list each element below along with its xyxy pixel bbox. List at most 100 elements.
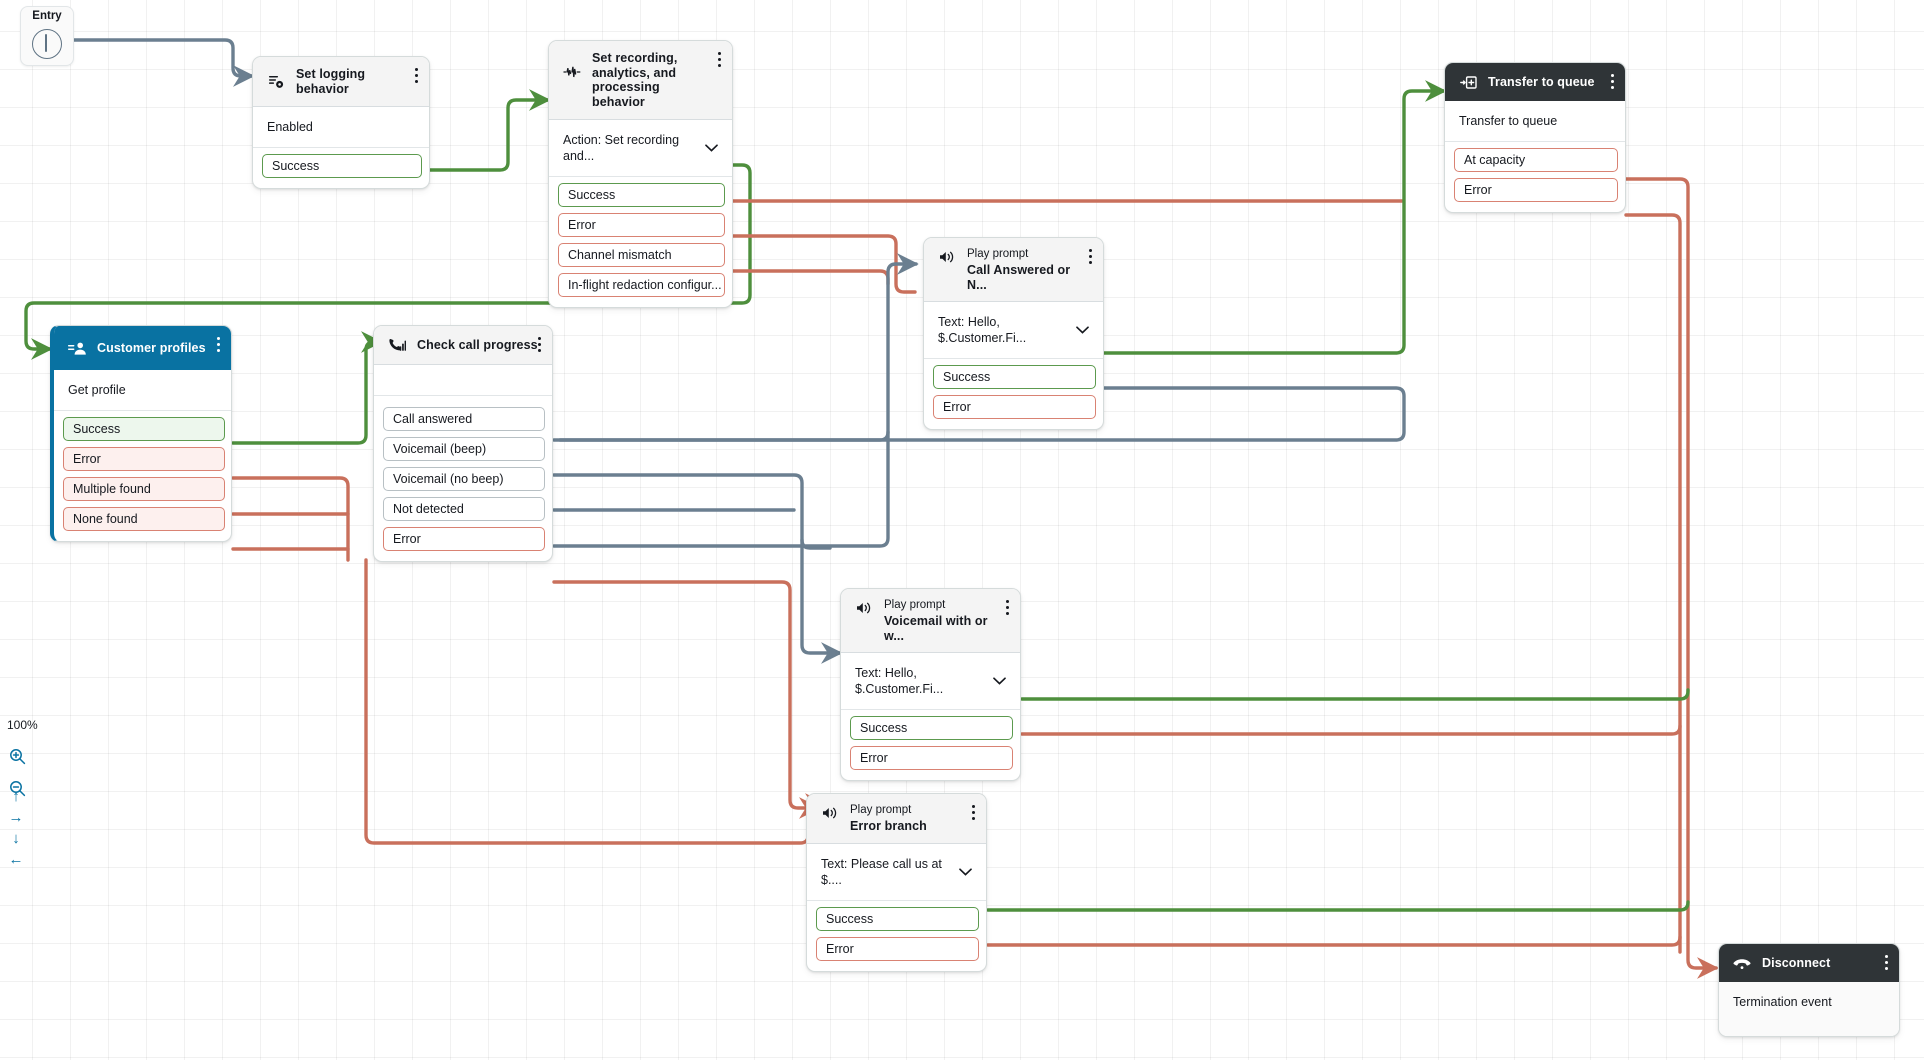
node-ports: Success Error <box>924 359 1103 429</box>
node-play-prompt-voicemail[interactable]: Play prompt Voicemail with or w... Text:… <box>840 588 1021 781</box>
node-title: Check call progress <box>417 337 538 352</box>
port-not-detected[interactable]: Not detected <box>383 497 545 521</box>
node-body: Enabled <box>253 107 429 148</box>
node-title: Customer profiles <box>97 340 206 355</box>
node-header[interactable]: Set logging behavior <box>253 57 429 107</box>
node-customer-profiles[interactable]: Customer profiles Get profile Success Er… <box>50 325 232 542</box>
node-body-text: Text: Please call us at $.... <box>821 856 942 887</box>
magnifier-minus-icon[interactable] <box>4 775 30 801</box>
chevron-down-icon[interactable] <box>705 140 718 156</box>
transfer-queue-icon <box>1459 73 1477 91</box>
node-menu-button[interactable] <box>216 337 220 352</box>
port-at-capacity[interactable]: At capacity <box>1454 148 1618 172</box>
node-menu-button[interactable] <box>414 68 418 83</box>
node-play-prompt-error-branch[interactable]: Play prompt Error branch Text: Please ca… <box>806 793 987 972</box>
entry-label: Entry <box>32 10 62 22</box>
node-body <box>374 365 552 396</box>
port-success[interactable]: Success <box>558 183 725 207</box>
port-call-answered[interactable]: Call answered <box>383 407 545 431</box>
node-menu-button[interactable] <box>1005 600 1009 615</box>
pan-controls[interactable]: ↑ → ↓ ← <box>6 786 26 870</box>
node-body[interactable]: Text: Hello, $.Customer.Fi... <box>841 653 1020 710</box>
node-set-recording-analytics[interactable]: Set recording, analytics, and processing… <box>548 40 733 308</box>
node-header[interactable]: Check call progress <box>374 326 552 365</box>
node-body: Transfer to queue <box>1445 101 1625 142</box>
node-menu-button[interactable] <box>971 805 975 820</box>
speaker-icon <box>938 248 956 266</box>
port-success[interactable]: Success <box>63 417 225 441</box>
port-error[interactable]: Error <box>63 447 225 471</box>
node-set-logging-behavior[interactable]: Set logging behavior Enabled Success <box>252 56 430 189</box>
node-body[interactable]: Text: Please call us at $.... <box>807 844 986 901</box>
port-inflight-redaction[interactable]: In-flight redaction configur... <box>558 273 725 297</box>
node-menu-button[interactable] <box>1610 74 1614 89</box>
node-title: Error branch <box>850 819 927 833</box>
node-body-text: Termination event <box>1733 995 1832 1009</box>
port-error[interactable]: Error <box>558 213 725 237</box>
node-subtitle: Play prompt <box>884 599 946 611</box>
call-progress-icon <box>388 336 406 354</box>
node-body[interactable]: Text: Hello, $.Customer.Fi... <box>924 302 1103 359</box>
node-header[interactable]: Disconnect <box>1719 944 1899 982</box>
node-title: Call Answered or N... <box>967 263 1071 292</box>
chevron-down-icon[interactable] <box>959 864 972 880</box>
node-transfer-to-queue[interactable]: Transfer to queue Transfer to queue At c… <box>1444 62 1626 213</box>
node-ports: At capacity Error <box>1445 142 1625 212</box>
waveform-icon <box>563 63 581 81</box>
node-header[interactable]: Set recording, analytics, and processing… <box>549 41 732 120</box>
node-subtitle: Play prompt <box>967 248 1029 260</box>
port-success[interactable]: Success <box>933 365 1096 389</box>
magnifier-plus-icon[interactable] <box>4 743 30 769</box>
port-error[interactable]: Error <box>850 746 1013 770</box>
node-title: Voicemail with or w... <box>884 614 988 643</box>
node-header[interactable]: Play prompt Call Answered or N... <box>924 238 1103 302</box>
node-play-prompt-call-answered[interactable]: Play prompt Call Answered or N... Text: … <box>923 237 1104 430</box>
node-disconnect[interactable]: Disconnect Termination event <box>1718 943 1900 1037</box>
port-success[interactable]: Success <box>850 716 1013 740</box>
node-header[interactable]: Transfer to queue <box>1445 63 1625 101</box>
port-error[interactable]: Error <box>933 395 1096 419</box>
speaker-icon <box>821 804 839 822</box>
arrow-left-icon[interactable]: ← <box>8 851 24 868</box>
node-title: Disconnect <box>1762 955 1831 970</box>
port-error[interactable]: Error <box>1454 178 1618 202</box>
customer-profile-icon <box>68 339 86 357</box>
chevron-down-icon[interactable] <box>1076 322 1089 338</box>
node-title: Transfer to queue <box>1488 74 1595 89</box>
logging-gear-icon <box>267 73 285 91</box>
node-header[interactable]: Play prompt Voicemail with or w... <box>841 589 1020 653</box>
entry-point-icon <box>32 29 62 59</box>
port-error[interactable]: Error <box>383 527 545 551</box>
port-none-found[interactable]: None found <box>63 507 225 531</box>
zoom-controls[interactable]: 100% <box>4 718 38 801</box>
node-check-call-progress[interactable]: Check call progress Call answered Voicem… <box>373 325 553 562</box>
chevron-down-icon[interactable] <box>993 673 1006 689</box>
node-body-text: Transfer to queue <box>1459 114 1558 128</box>
port-voicemail-no-beep[interactable]: Voicemail (no beep) <box>383 467 545 491</box>
node-ports: Success Error <box>841 710 1020 780</box>
arrow-up-icon[interactable]: ↑ <box>12 788 20 805</box>
port-error[interactable]: Error <box>816 936 979 961</box>
node-title: Set recording, analytics, and processing… <box>592 51 678 109</box>
node-body-text: Text: Hello, $.Customer.Fi... <box>855 666 944 696</box>
node-header[interactable]: Customer profiles <box>54 326 231 370</box>
node-menu-button[interactable] <box>1088 249 1092 264</box>
port-success[interactable]: Success <box>816 906 979 931</box>
arrow-right-icon[interactable]: → <box>8 809 24 826</box>
node-menu-button[interactable] <box>537 337 541 352</box>
node-header[interactable]: Play prompt Error branch <box>807 794 986 844</box>
port-channel-mismatch[interactable]: Channel mismatch <box>558 243 725 267</box>
entry-point-node[interactable]: Entry <box>20 6 74 66</box>
arrow-down-icon[interactable]: ↓ <box>12 830 20 847</box>
port-multiple-found[interactable]: Multiple found <box>63 477 225 501</box>
port-success[interactable]: Success <box>262 154 422 178</box>
node-body-text: Enabled <box>267 120 313 134</box>
zoom-level-label: 100% <box>7 718 38 732</box>
node-menu-button[interactable] <box>1884 955 1888 970</box>
port-voicemail-beep[interactable]: Voicemail (beep) <box>383 437 545 461</box>
node-ports: Success Error Channel mismatch In-flight… <box>549 177 732 307</box>
entry-point-icon-bar <box>45 34 48 52</box>
node-body[interactable]: Action: Set recording and... <box>549 120 732 177</box>
node-menu-button[interactable] <box>717 52 721 67</box>
